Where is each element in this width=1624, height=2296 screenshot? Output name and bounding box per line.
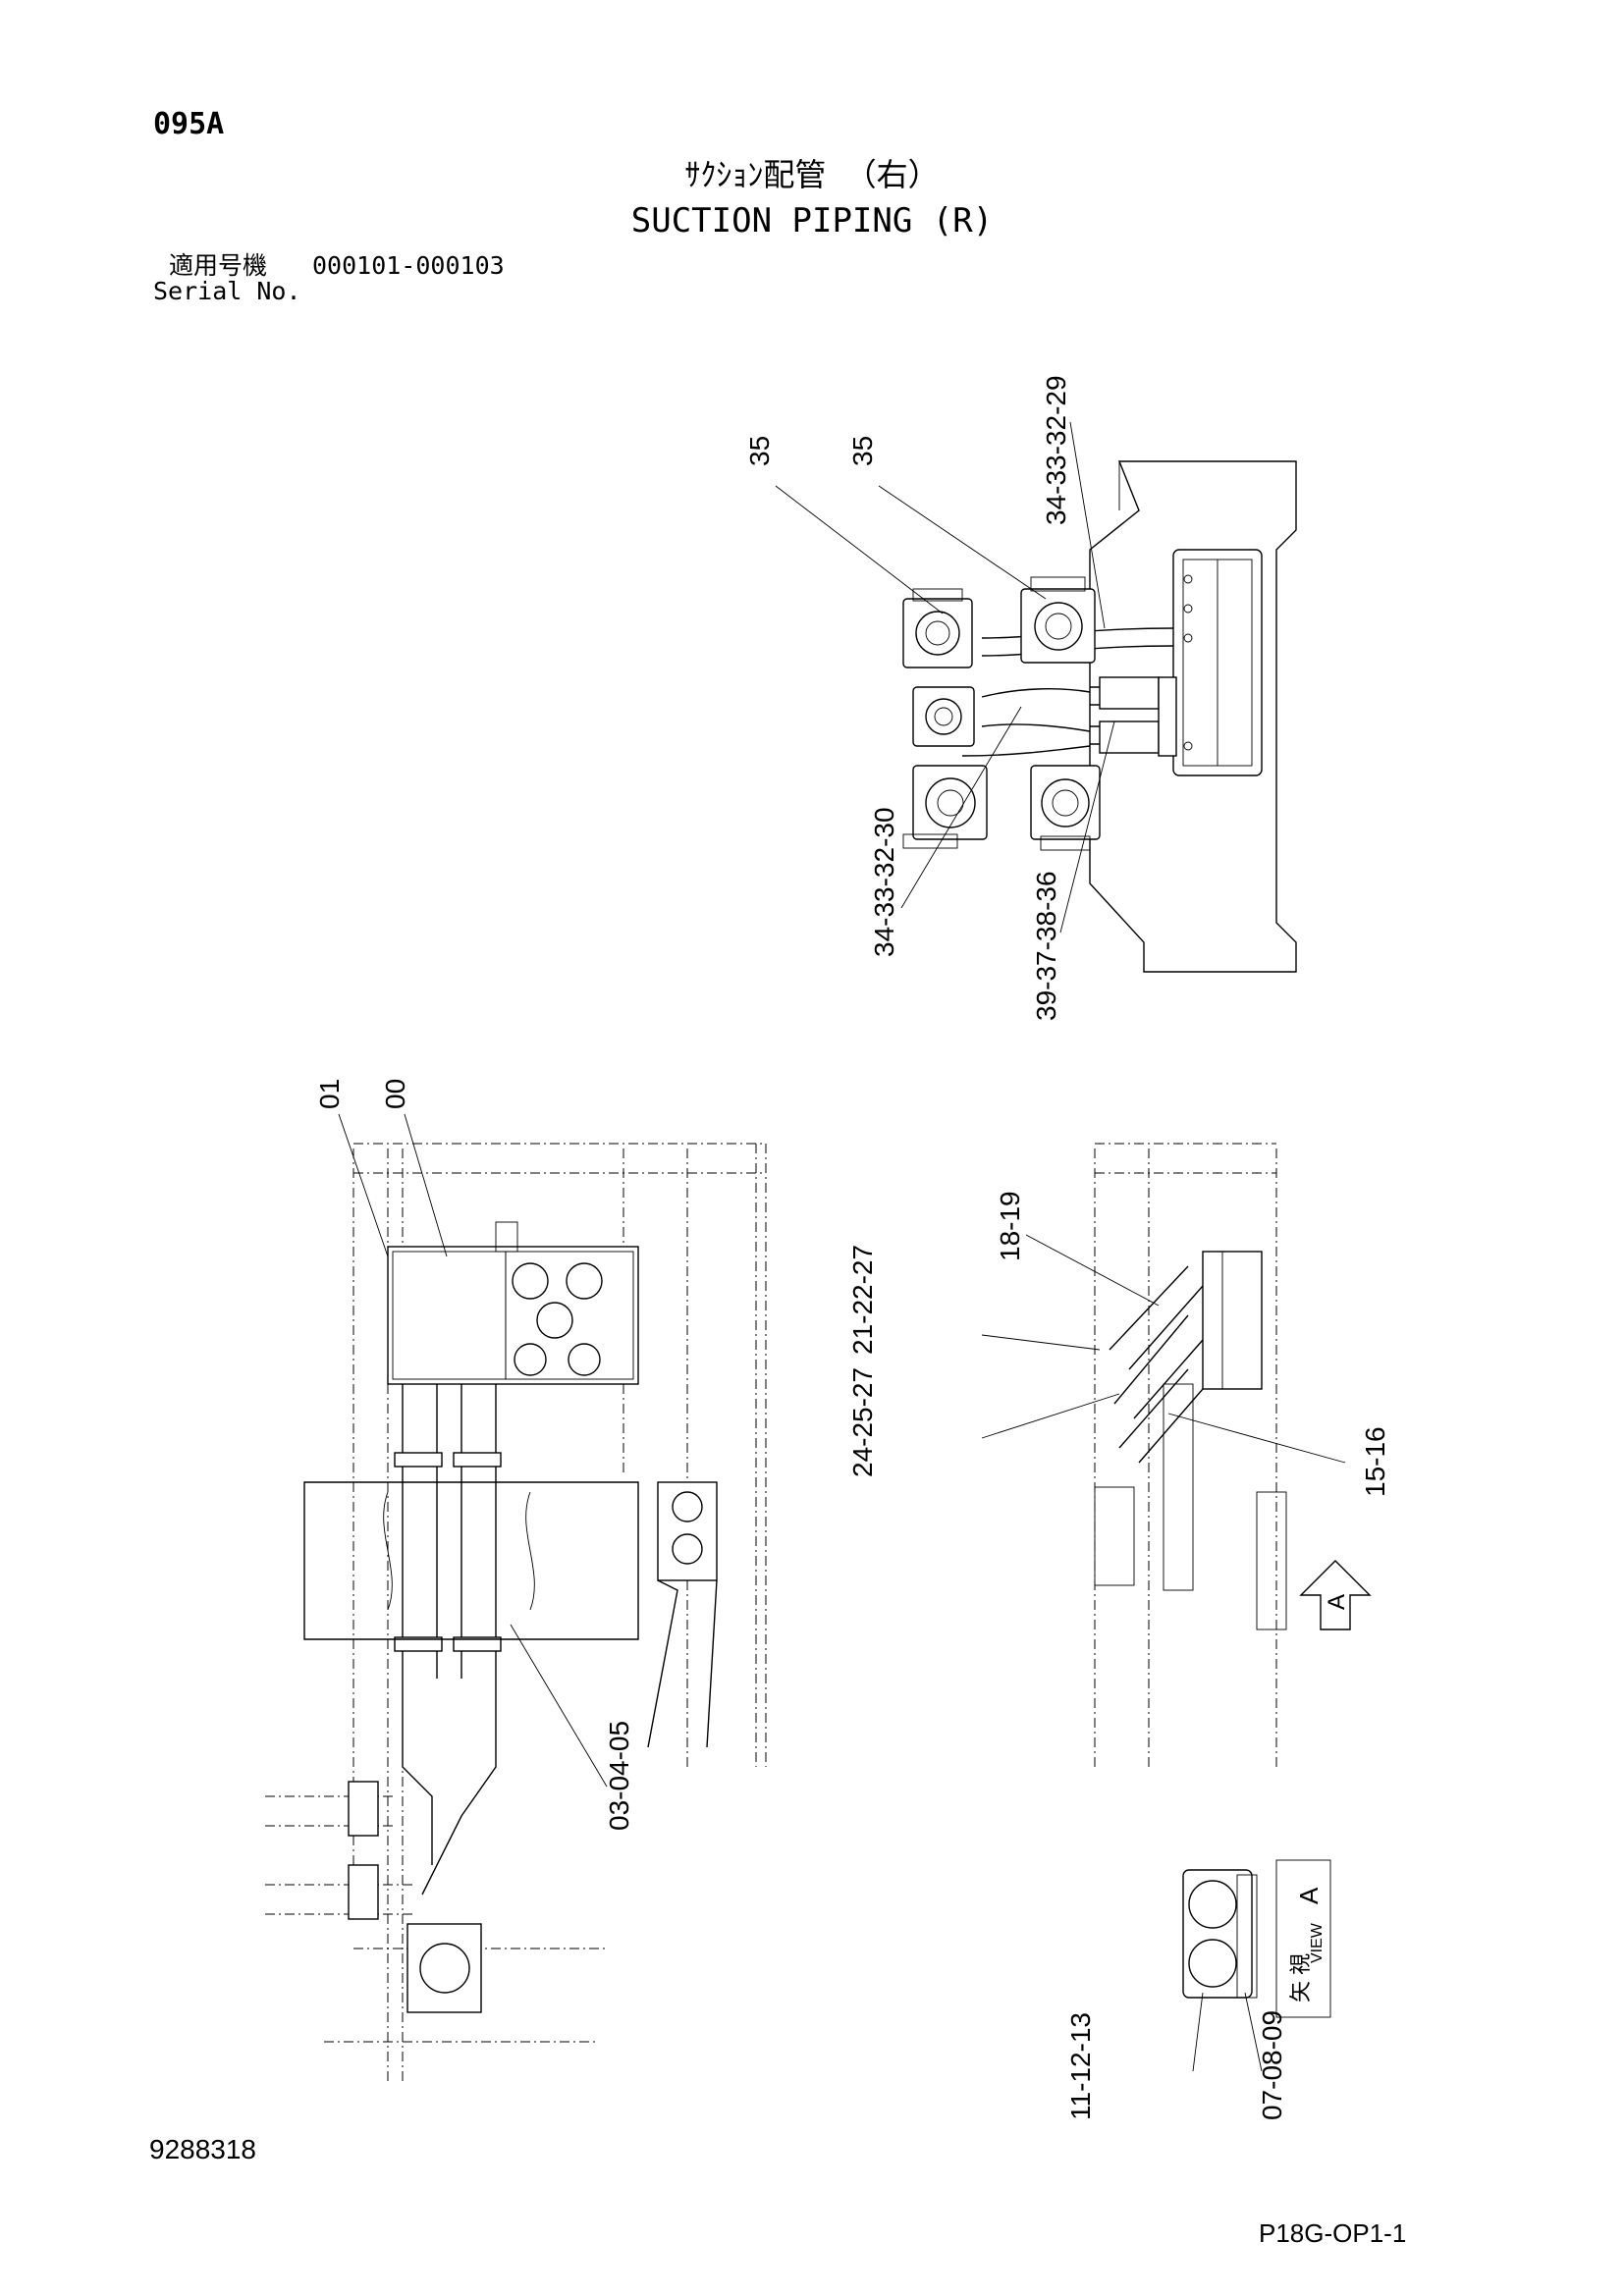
left-assembly-drawing: [265, 1113, 767, 2081]
callout-label: 15-16: [1360, 1426, 1390, 1497]
serial-range: 000101-000103: [312, 251, 505, 280]
view-a-detail: [1182, 1859, 1331, 2072]
pump-unit: [902, 588, 973, 668]
callout-label: 00: [380, 1079, 410, 1109]
callout-label: 35: [744, 436, 775, 466]
top-assembly-drawing: [775, 421, 1297, 973]
view-label-english: VIEW: [1309, 1922, 1326, 1963]
view-label-japanese: 矢 視: [1288, 1953, 1313, 2002]
callout-label: 01: [314, 1079, 345, 1109]
callout-label: 07-08-09: [1257, 2010, 1287, 2120]
pump-unit: [902, 765, 988, 849]
callout-label: 34-33-32-30: [869, 807, 899, 957]
callout-label: 24-25-27: [847, 1367, 878, 1477]
serial-label-english: Serial No.: [153, 277, 301, 305]
callout-label: 35: [847, 436, 878, 466]
document-number: 9288318: [149, 2134, 257, 2164]
pump-unit: [1030, 765, 1101, 851]
callout-label: 34-33-32-29: [1041, 375, 1071, 525]
pump-unit: [1020, 576, 1096, 664]
callout-label: 03-04-05: [604, 1721, 634, 1831]
page-code: 095A: [153, 107, 225, 141]
title-english: SUCTION PIPING (R): [630, 201, 994, 240]
serial-label-japanese: 適用号機: [169, 251, 268, 280]
callout-label: 11-12-13: [1065, 2012, 1096, 2120]
pump-unit: [912, 686, 975, 747]
callout-label: 21-22-27: [847, 1245, 878, 1355]
view-letter: A: [1294, 1887, 1324, 1904]
callout-label: 18-19: [995, 1191, 1025, 1261]
arrow-label: A: [1324, 1594, 1350, 1610]
title-japanese: ｻｸｼｮﾝ配管 （右）: [684, 156, 940, 193]
callout-label: 39-37-38-36: [1031, 871, 1061, 1021]
callout-labels: 35 35 34-33-32-29 34-33-32-30 39-37-38-3…: [314, 375, 1390, 2120]
page-reference: P18G-OP1-1: [1259, 2218, 1407, 2248]
right-assembly-drawing: [981, 1143, 1372, 1767]
